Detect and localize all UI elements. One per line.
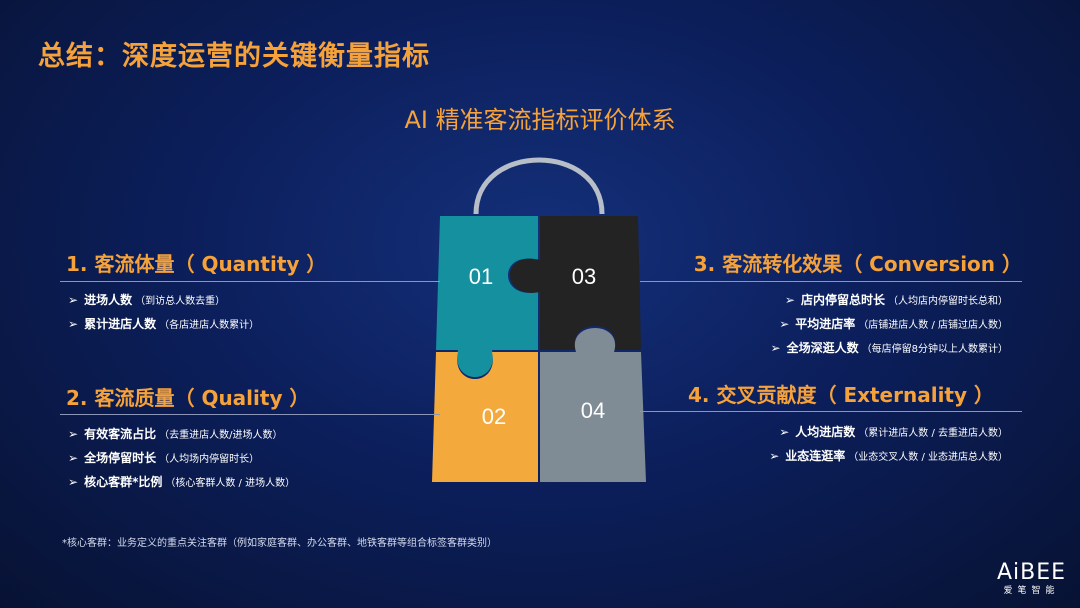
arrow-right-icon: ➢: [784, 293, 795, 307]
piece-label-02: 02: [482, 404, 506, 429]
puzzle-bag-graphic: 01 03 02 04: [432, 157, 646, 482]
puzzle-piece-02: [432, 352, 538, 482]
arrow-right-icon: ➢: [770, 341, 781, 355]
section-4-heading: 4. 交叉贡献度（ Externality ）: [688, 383, 994, 407]
puzzle-piece-03: [510, 216, 641, 350]
section-3-divider: [640, 281, 1022, 282]
puzzle-piece-04: [540, 328, 646, 482]
section-2-list: ➢有效客流占比（去重进店人数/进场人数） ➢全场停留时长（人均场内停留时长） ➢…: [68, 422, 295, 494]
section-4-list: ➢人均进店数（累计进店人数 / 去重进店人数） ➢业态连逛率（业态交叉人数 / …: [769, 420, 1008, 468]
puzzle-piece-01: [436, 216, 538, 377]
arrow-right-icon: ➢: [68, 317, 79, 331]
list-item: ➢核心客群*比例（核心客群人数 / 进场人数）: [68, 475, 296, 489]
section-3-list: ➢店内停留总时长（人均店内停留时长总和） ➢平均进店率（店铺进店人数 / 店铺过…: [771, 288, 1008, 360]
list-item: ➢全场深逛人数（每店停留8分钟以上人数累计）: [770, 341, 1008, 355]
bag-handle: [473, 157, 605, 215]
list-item: ➢进场人数（到访总人数去重）: [68, 293, 226, 307]
list-item: ➢人均进店数（累计进店人数 / 去重进店人数）: [779, 425, 1008, 439]
piece-label-04: 04: [581, 398, 605, 423]
section-2-heading: 2. 客流质量（ Quality ）: [66, 386, 310, 410]
list-item: ➢业态连逛率（业态交叉人数 / 业态进店总人数）: [769, 449, 1008, 463]
brand-logo: AiBEE 爱笔智能: [997, 560, 1066, 596]
piece-label-03: 03: [572, 264, 596, 289]
list-item: ➢累计进店人数（各店进店人数累计）: [68, 317, 260, 331]
arrow-right-icon: ➢: [769, 449, 780, 463]
arrow-right-icon: ➢: [68, 293, 79, 307]
list-item: ➢有效客流占比（去重进店人数/进场人数）: [68, 427, 283, 441]
page-title: 总结：深度运营的关键衡量指标: [38, 41, 430, 72]
section-1-heading: 1. 客流体量（ Quantity ）: [66, 252, 327, 276]
page-subtitle: AI 精准客流指标评价体系: [404, 106, 676, 134]
arrow-right-icon: ➢: [68, 475, 79, 489]
piece-label-01: 01: [469, 264, 493, 289]
section-1-divider: [60, 281, 440, 282]
arrow-right-icon: ➢: [68, 451, 79, 465]
footnote: *核心客群：业务定义的重点关注客群（例如家庭客群、办公客群、地铁客群等组合标签客…: [62, 538, 497, 549]
logo-subtitle: 爱笔智能: [1003, 586, 1060, 596]
section-1-list: ➢进场人数（到访总人数去重） ➢累计进店人数（各店进店人数累计）: [68, 288, 259, 336]
section-4-divider: [640, 411, 1022, 412]
list-item: ➢全场停留时长（人均场内停留时长）: [68, 451, 260, 465]
list-item: ➢店内停留总时长（人均店内停留时长总和）: [784, 293, 1008, 307]
arrow-right-icon: ➢: [68, 427, 79, 441]
section-3-heading: 3. 客流转化效果（ Conversion ）: [693, 252, 1022, 276]
arrow-right-icon: ➢: [779, 425, 790, 439]
logo-wordmark: AiBEE: [996, 560, 1066, 585]
section-2-divider: [60, 414, 440, 415]
list-item: ➢平均进店率（店铺进店人数 / 店铺过店人数）: [779, 317, 1008, 331]
arrow-right-icon: ➢: [779, 317, 790, 331]
